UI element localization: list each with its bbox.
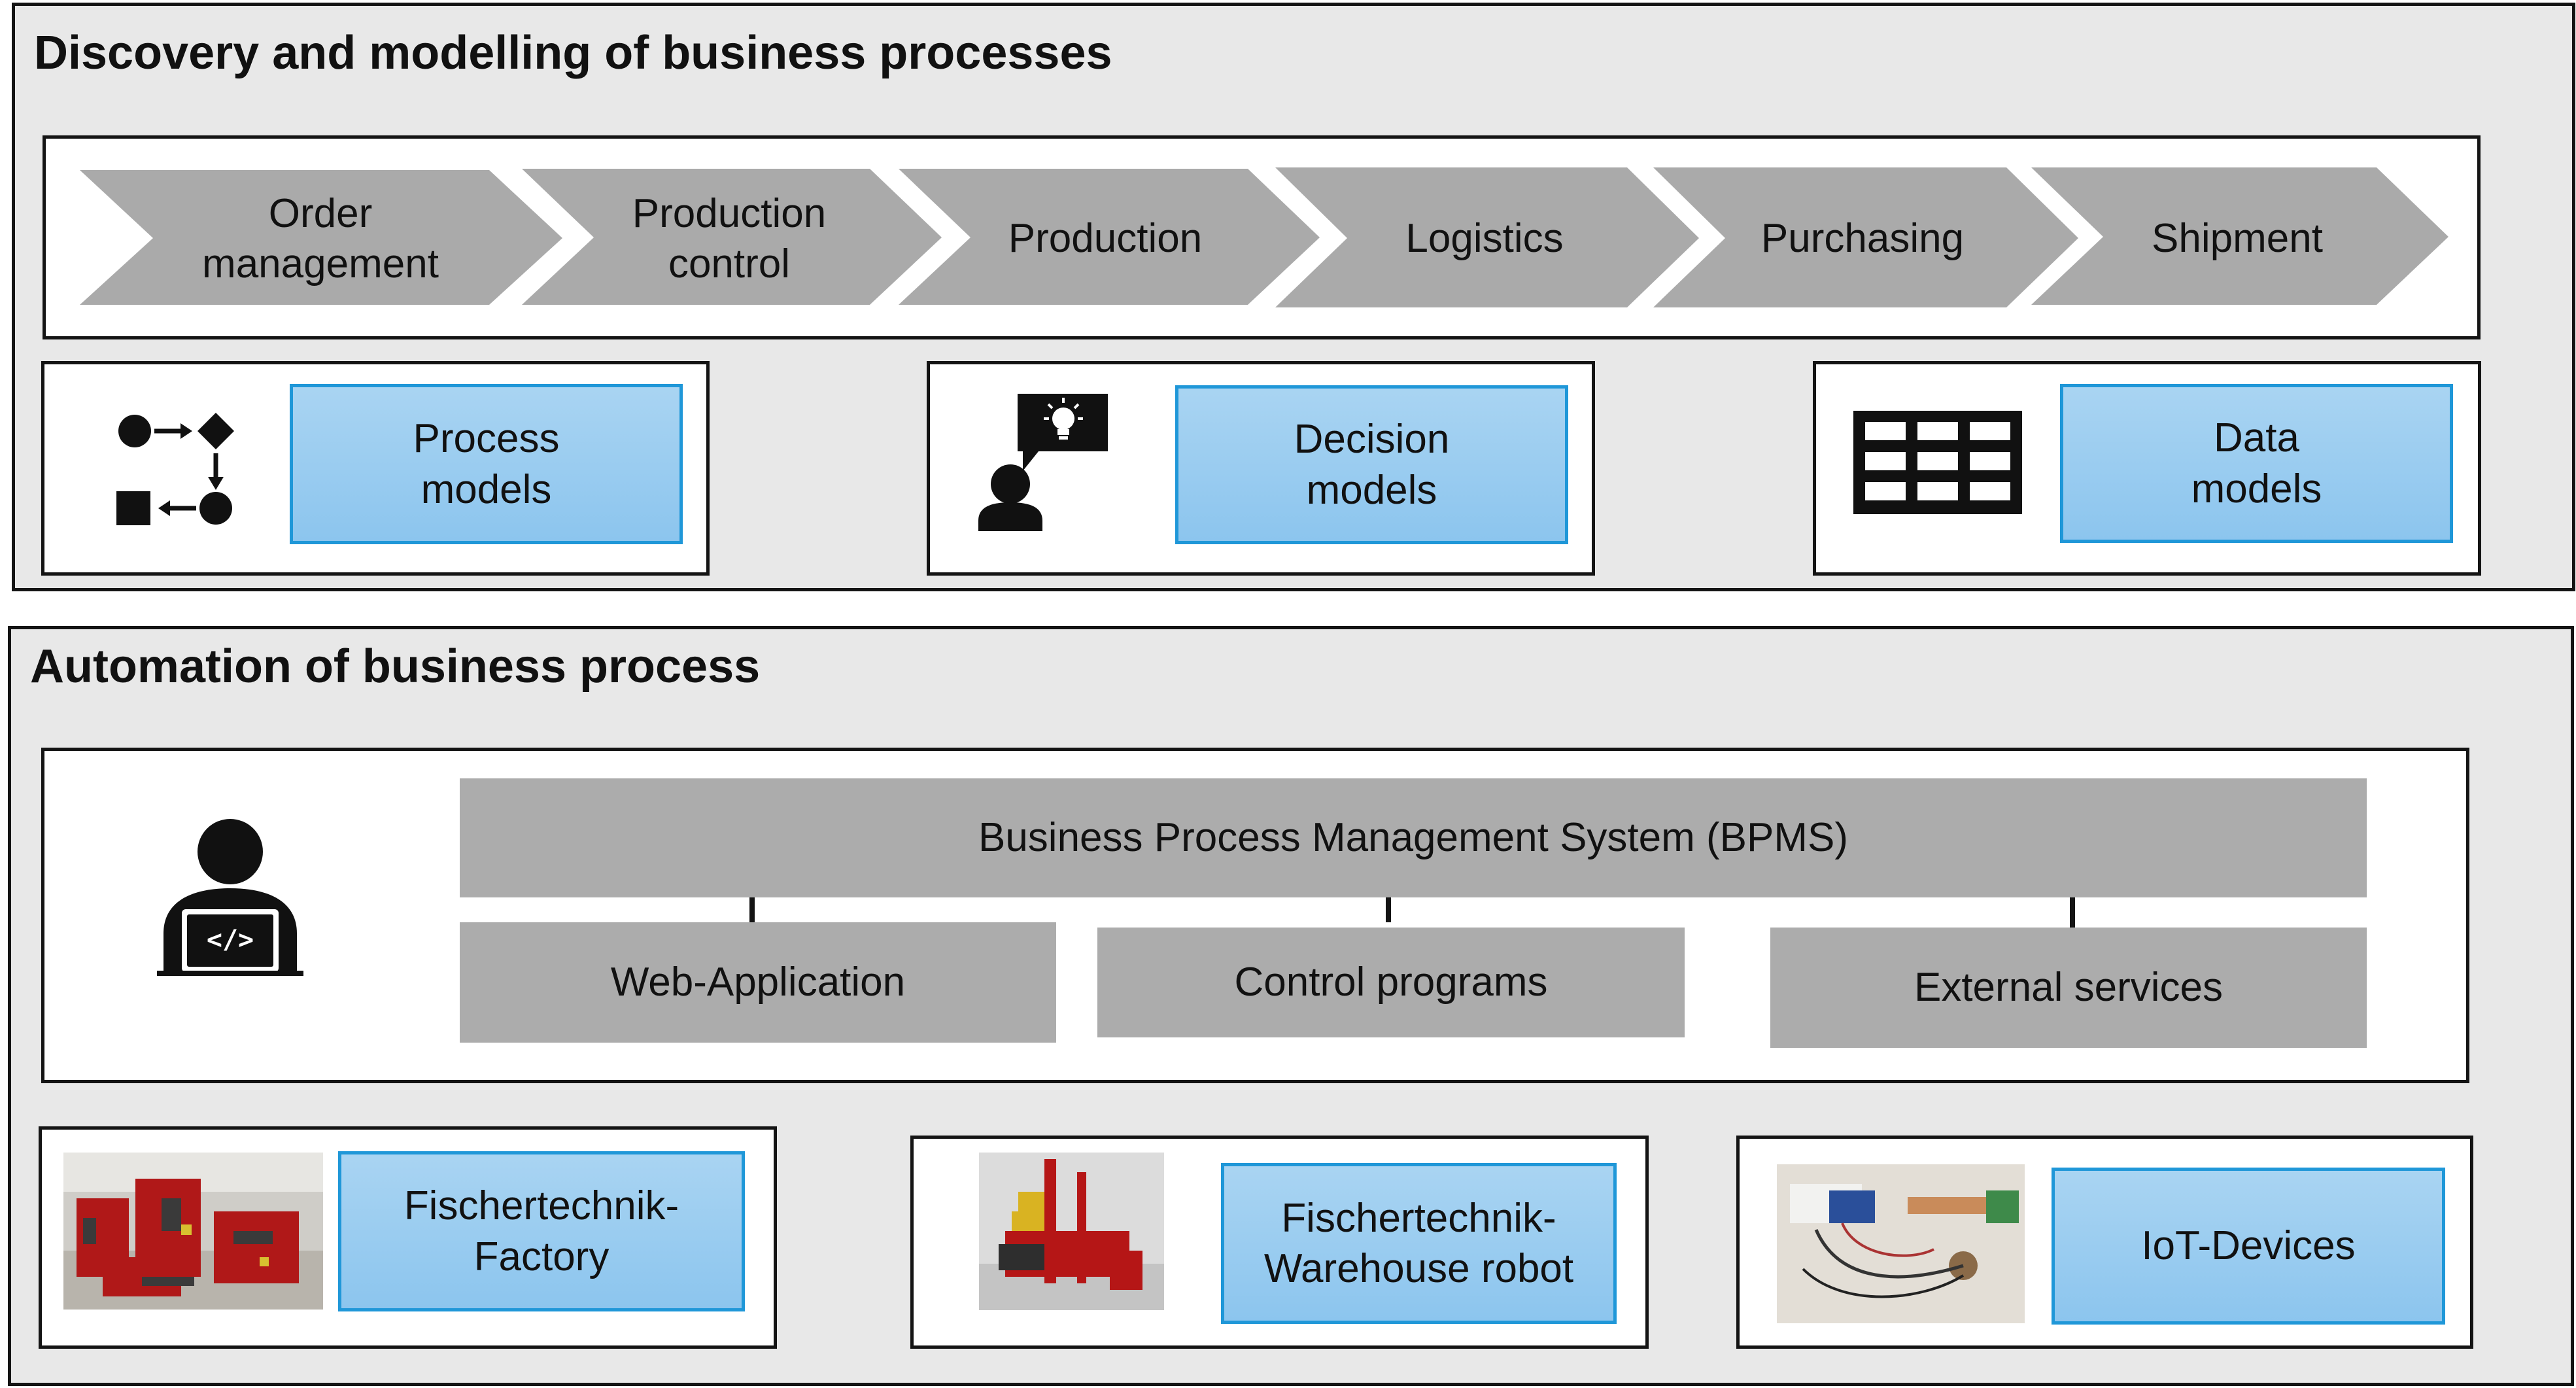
automation-section-title: Automation of business process <box>30 640 761 693</box>
connector-control-programs <box>1386 897 1391 922</box>
process-models-box: Process models <box>290 384 683 544</box>
person-idea-icon <box>978 394 1108 531</box>
warehouse-robot-photo <box>979 1153 1164 1310</box>
step-chevron-production-control <box>522 169 942 305</box>
step-label-logistics: Logistics <box>1405 216 1564 262</box>
step-chevron-order-management <box>80 170 562 305</box>
step-label-shipment: Shipment <box>2152 216 2323 262</box>
connector-external-services <box>2070 897 2075 928</box>
step-label-production-control: Production control <box>632 190 827 287</box>
discovery-section-title: Discovery and modelling of business proc… <box>34 27 1112 79</box>
web-application-box: Web-Application <box>460 922 1056 1043</box>
step-chevron-logistics <box>1275 167 1699 307</box>
step-label-production: Production <box>1008 216 1203 262</box>
step-chevron-shipment <box>2031 167 2448 305</box>
bpms-box: Business Process Management System (BPMS… <box>460 778 2367 897</box>
data-models-box: Data models <box>2060 384 2453 543</box>
warehouse-robot-box: Fischertechnik- Warehouse robot <box>1221 1163 1617 1324</box>
factory-box: Fischertechnik- Factory <box>338 1151 745 1311</box>
step-chevron-purchasing <box>1653 167 2078 307</box>
svg-text:</>: </> <box>207 925 254 955</box>
process-flow-icon <box>116 413 234 525</box>
iot-devices-box: IoT-Devices <box>2052 1168 2445 1325</box>
step-chevron-production <box>899 169 1320 305</box>
external-services-box: External services <box>1770 928 2367 1048</box>
step-label-order-management: Order management <box>202 190 439 287</box>
factory-photo <box>63 1153 323 1310</box>
control-programs-box: Control programs <box>1097 928 1685 1037</box>
connector-web-application <box>749 897 755 922</box>
table-icon <box>1853 411 2022 514</box>
step-label-purchasing: Purchasing <box>1760 216 1965 262</box>
iot-devices-photo <box>1777 1164 2025 1323</box>
decision-models-box: Decision models <box>1175 385 1568 544</box>
developer-laptop-icon: </> <box>157 819 303 976</box>
